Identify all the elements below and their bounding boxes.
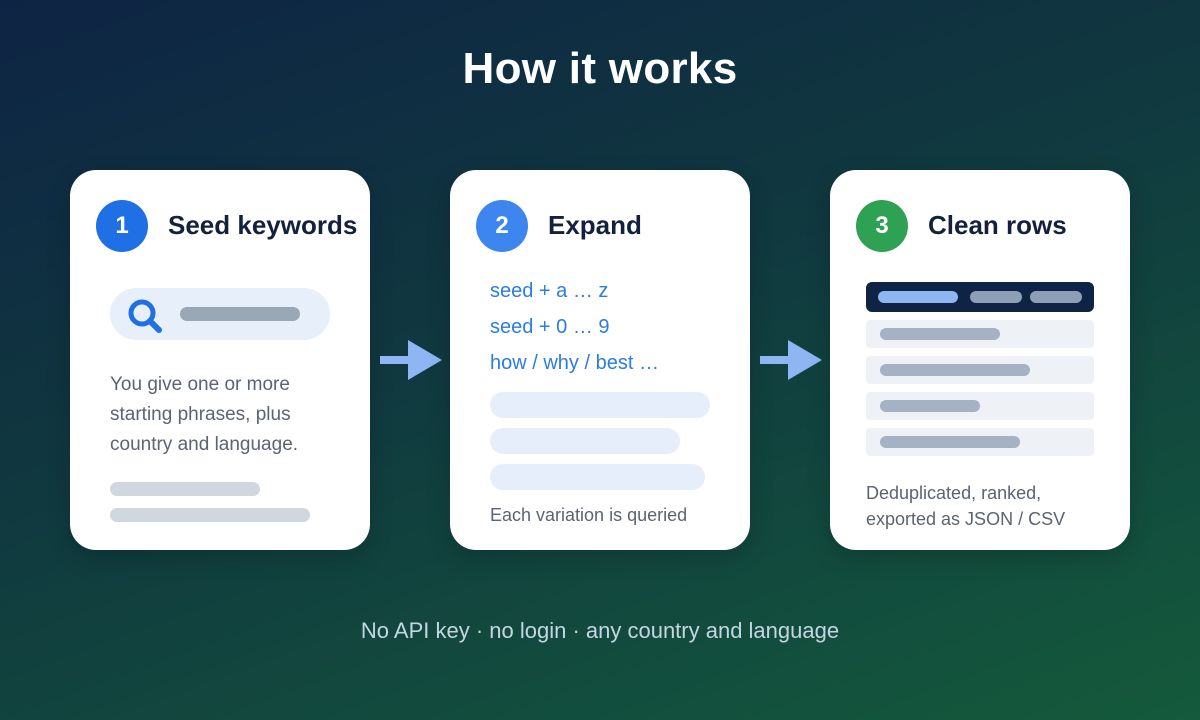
table-row-illustration — [866, 392, 1094, 420]
placeholder-bar — [880, 436, 1020, 448]
step-title: Expand — [548, 210, 642, 240]
arrow-right-icon — [760, 340, 822, 380]
description-line: country and language. — [110, 434, 299, 455]
table-row-illustration — [866, 428, 1094, 456]
step-description: You give one or more starting phrases, p… — [110, 370, 298, 460]
placeholder-bar — [110, 508, 310, 522]
query-placeholder — [490, 428, 680, 454]
table-row-illustration — [866, 320, 1094, 348]
search-illustration — [110, 288, 330, 340]
arrow-right-icon — [380, 340, 442, 380]
step-card-seed-keywords: 1 Seed keywords You give one or more sta… — [70, 170, 370, 550]
description-line: Deduplicated, ranked, — [866, 483, 1042, 503]
placeholder-bar — [970, 291, 1022, 303]
step-number-badge: 1 — [96, 200, 148, 252]
step-description: Deduplicated, ranked, exported as JSON /… — [866, 480, 1065, 532]
step-title: Seed keywords — [168, 210, 358, 240]
placeholder-bar — [880, 328, 1000, 340]
step-card-clean-rows: 3 Clean rows Deduplicated, ranked, expor… — [830, 170, 1130, 550]
description-line: starting phrases, plus — [110, 404, 291, 425]
description-line: exported as JSON / CSV — [866, 509, 1066, 529]
page-title: How it works — [462, 44, 738, 93]
placeholder-bar — [1030, 291, 1082, 303]
placeholder-bar — [180, 307, 300, 321]
placeholder-bar — [878, 291, 958, 303]
variation-line: seed + 0 … 9 — [490, 316, 610, 338]
placeholder-bar — [110, 482, 260, 496]
query-placeholder — [490, 392, 710, 418]
placeholder-bar — [880, 400, 980, 412]
step-card-expand: 2 Expand seed + a … z seed + 0 … 9 how /… — [450, 170, 750, 550]
variation-line: seed + a … z — [490, 280, 609, 302]
table-row-illustration — [866, 356, 1094, 384]
table-header-illustration — [866, 282, 1094, 312]
step-caption: Each variation is queried — [490, 505, 688, 525]
query-placeholder — [490, 464, 705, 490]
step-number-badge: 3 — [856, 200, 908, 252]
footer-tagline: No API key · no login · any country and … — [360, 618, 840, 643]
variation-line: how / why / best … — [490, 352, 659, 374]
description-line: You give one or more — [110, 374, 290, 395]
search-icon — [128, 299, 162, 333]
step-title: Clean rows — [928, 210, 1067, 240]
placeholder-bar — [880, 364, 1030, 376]
step-number-badge: 2 — [476, 200, 528, 252]
